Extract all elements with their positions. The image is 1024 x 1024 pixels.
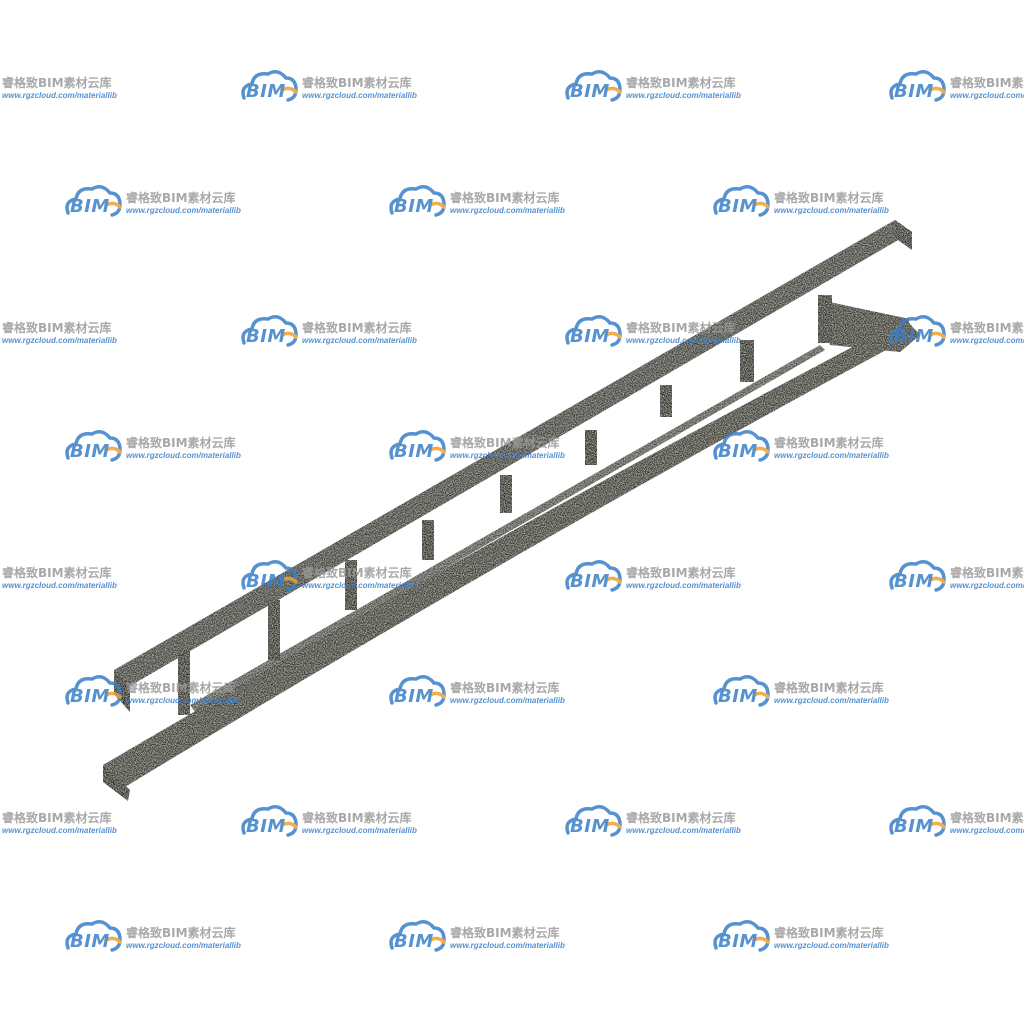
post-4 [422, 520, 434, 560]
web-shadow [190, 345, 825, 712]
post-2 [268, 600, 280, 660]
bottom-chord-top-face [103, 318, 912, 790]
top-chord-top-face [114, 220, 912, 686]
post-5 [500, 475, 512, 513]
apex-joint [820, 300, 920, 352]
top-chord-right-end [895, 220, 912, 250]
post-3 [345, 560, 357, 610]
post-9 [818, 295, 832, 343]
post-6 [585, 430, 597, 465]
post-7 [660, 385, 672, 417]
bottom-chord-end [103, 765, 130, 801]
vertical-posts [178, 295, 832, 715]
post-8 [740, 340, 754, 382]
post-1 [178, 650, 190, 715]
